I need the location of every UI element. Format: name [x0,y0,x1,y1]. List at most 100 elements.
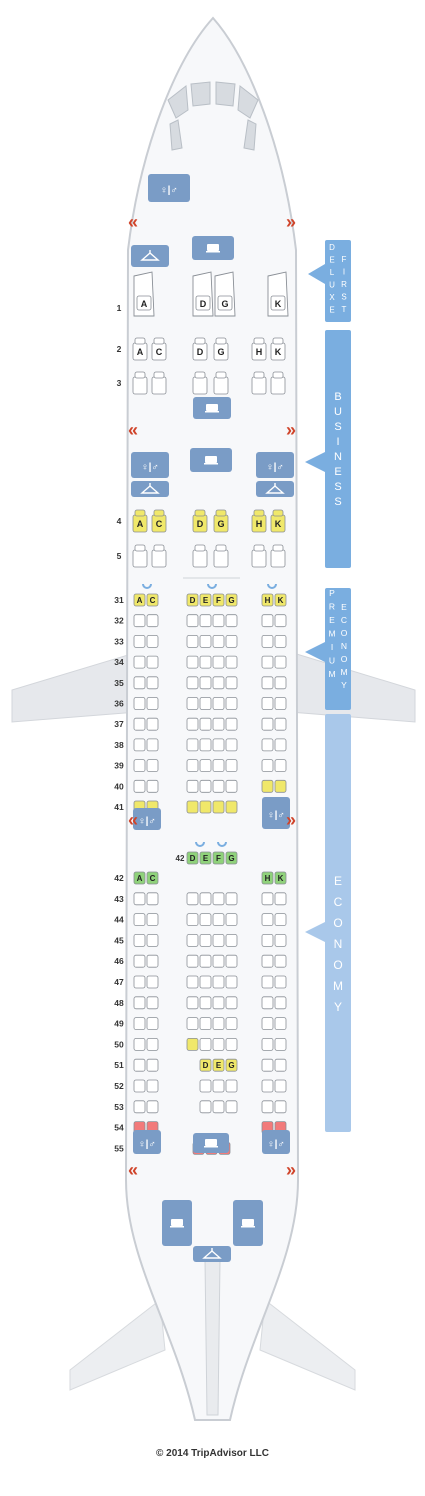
premium-seat [225,800,238,814]
business-seat [192,549,208,568]
premium-seat [225,759,238,772]
row-number: 54 [114,1123,124,1133]
economy-seat [274,892,287,906]
economy-seat [146,954,159,968]
lavatory-icon: ♀|♂ [267,810,285,821]
economy-seat [199,851,212,865]
premium-seat [199,676,212,690]
first-seat [217,295,233,311]
row-number: 4 [117,516,122,526]
premium-seat [261,655,274,669]
premium-seat [186,779,199,793]
seat-letter: C [150,874,156,883]
premium-seat [274,635,287,648]
lavatory-icon: ♀|♂ [266,462,284,473]
hanger-icon [140,252,160,261]
economy-seat [274,934,287,947]
economy-seat [186,1017,199,1030]
seat-letter: F [216,854,221,863]
economy-seat [225,913,238,926]
lavatory-icon: ♀|♂ [267,1139,285,1150]
bassinet-icon [217,841,227,847]
economy-seat [212,1100,225,1114]
band-letter: S [334,421,341,433]
band-letter: L [330,268,335,277]
exit-left-icon: « [128,810,138,830]
premium-seat [225,697,238,710]
premium-seat [212,759,225,772]
right-tailplane [259,1299,356,1391]
band-letter: B [334,391,341,403]
economy-seat [199,934,212,947]
row-number: 45 [114,935,124,945]
business-seat [132,549,148,568]
economy-seat [146,1079,159,1093]
seat-letter: G [221,299,228,309]
economy-seat [199,975,212,989]
business-seat [270,376,286,395]
premium-seat [261,717,274,731]
band-letter: I [331,642,333,652]
lavatory-rear-right [262,1130,290,1154]
economy-seat [199,954,212,968]
row-number: 50 [114,1039,124,1049]
premium-seat [133,779,146,793]
seat-letter: K [278,596,284,605]
band-letter: S [334,496,341,508]
economy-seat [146,996,159,1010]
seat-headrest [153,509,165,517]
row-number: 42 [176,854,185,863]
band-letter: O [333,958,342,972]
premium-seat [274,676,287,690]
row-number: 49 [114,1019,124,1029]
business-seat [151,549,167,568]
premium-seat [274,717,287,731]
band-letter: O [341,654,348,664]
seat-letter: D [197,519,204,529]
economy-seat [146,871,159,885]
premium-seat [133,614,146,628]
premium-seat [199,738,212,752]
band-letter: N [334,937,343,951]
seat-headrest [272,337,284,345]
lavatory-icon: ♀|♂ [160,185,178,196]
cabin-band-economy [325,714,351,1132]
economy-seat [225,851,238,865]
band-letter: U [329,656,335,666]
seat-letter: D [200,299,207,309]
galley-saucer [204,463,218,465]
premium-seat [199,779,212,793]
seat-letter: A [137,874,143,883]
seat-letter: K [275,519,282,529]
premium-seat [274,614,287,628]
bassinet-icon [267,583,277,589]
premium-seat [186,800,199,814]
lavatory-icon: ♀|♂ [138,816,156,827]
band-pointer [305,642,325,662]
first-seat [270,295,286,311]
cabin-band-first [325,240,351,322]
galley-saucer [205,411,219,413]
seat-letter: A [137,347,144,357]
galley-saucer [170,1226,184,1228]
premium-seat [212,717,225,731]
premium-seat [212,614,225,628]
seat-headrest [272,509,284,517]
economy-seat [199,1017,212,1030]
seat-letter: A [137,596,143,605]
exit-right-icon: » [286,810,296,830]
band-letter: M [328,669,335,679]
band-letter: C [341,615,347,625]
band-letter: E [329,256,334,265]
lavatory-mid-left [131,452,169,478]
premium-seat [186,717,199,731]
economy-seat [199,1079,212,1093]
economy-seat [146,1058,159,1072]
seat-headrest [215,371,227,379]
lavatory-premium-left [133,808,161,830]
economy-seat [225,1038,238,1051]
row-number: 42 [114,873,124,883]
right-wing [289,651,416,723]
row-number: 1 [117,303,122,313]
economy-seat [199,892,212,906]
